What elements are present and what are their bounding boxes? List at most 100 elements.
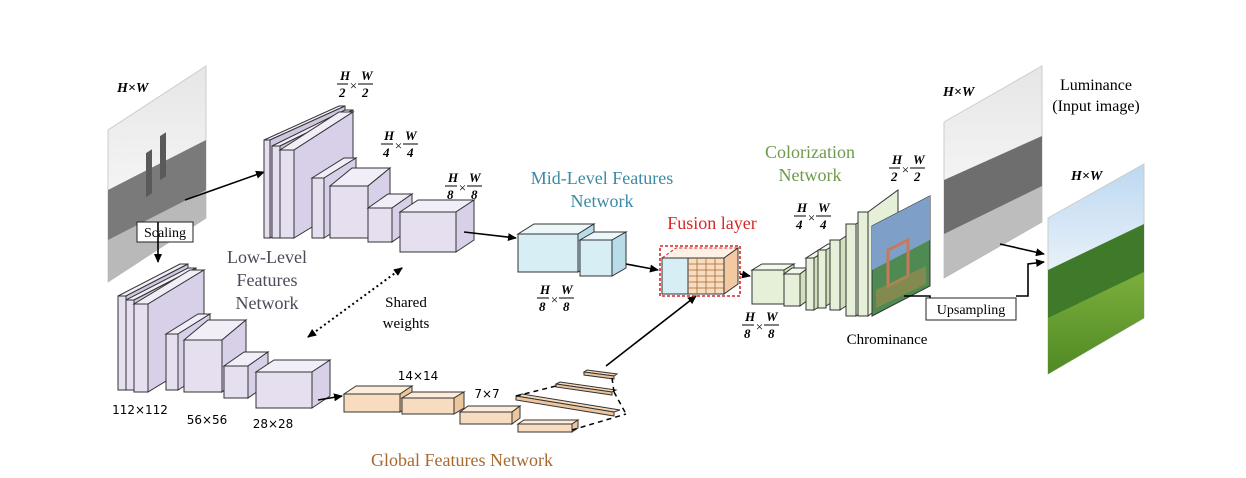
- svg-text:Mid-Level Features: Mid-Level Features: [531, 168, 673, 188]
- svg-text:2: 2: [890, 169, 898, 184]
- svg-text:H: H: [744, 309, 756, 324]
- svg-text:W: W: [469, 170, 482, 185]
- fusion-to-color-arrow: [739, 270, 751, 279]
- svg-text:Network: Network: [779, 165, 842, 185]
- scaling-label: Scaling: [144, 226, 186, 241]
- luminance-size-label: H×W: [942, 85, 976, 100]
- svg-text:W: W: [405, 128, 418, 143]
- upsampling-box: [925, 297, 1017, 321]
- frac-eighth-mid: H 8 × W 8: [537, 282, 574, 314]
- scaling-box: [136, 221, 194, 243]
- colorization-label: Colorization Network: [765, 142, 855, 185]
- frac-eighth-low: H 8 × W 8: [445, 170, 482, 202]
- mid-to-fusion-arrow: [625, 263, 659, 273]
- svg-text:×: ×: [901, 162, 910, 177]
- low-block-b7: [254, 359, 332, 409]
- global-block-2: [400, 391, 466, 415]
- svg-text:2: 2: [361, 85, 369, 100]
- output-size-label: H×W: [1070, 169, 1104, 184]
- svg-text:8: 8: [539, 299, 546, 314]
- svg-text:Colorization: Colorization: [765, 142, 855, 162]
- color-block-2: [782, 267, 810, 307]
- svg-text:(Input image): (Input image): [1052, 98, 1140, 115]
- global-fc-1: [515, 393, 621, 417]
- upsample-to-output-arrow: [1016, 259, 1045, 297]
- svg-text:weights: weights: [383, 316, 430, 332]
- frac-quarter-low: H 4 × W 4: [381, 128, 418, 160]
- input-image-icon: [107, 65, 207, 283]
- svg-text:8: 8: [768, 326, 775, 341]
- low-level-network-top: [263, 105, 476, 253]
- svg-text:8: 8: [563, 299, 570, 314]
- chrominance-image-icon: [871, 195, 931, 317]
- svg-text:Network: Network: [571, 191, 634, 211]
- mid-level-label: Mid-Level Features Network: [531, 168, 673, 211]
- svg-text:Features: Features: [237, 270, 298, 290]
- size-28: 28×28: [253, 417, 294, 431]
- fusion-label: Fusion layer: [667, 213, 757, 233]
- size-56: 56×56: [187, 413, 228, 427]
- luminance-image-icon: [943, 65, 1043, 279]
- svg-text:Luminance: Luminance: [1060, 77, 1132, 94]
- size-14: 14×14: [398, 369, 439, 383]
- global-label: Global Features Network: [371, 450, 553, 470]
- svg-text:H: H: [447, 170, 459, 185]
- svg-text:×: ×: [349, 78, 358, 93]
- mid-level-network: [516, 223, 628, 277]
- global-dashed-connectors: [515, 377, 627, 431]
- svg-text:W: W: [818, 200, 831, 215]
- svg-text:×: ×: [394, 138, 403, 153]
- svg-text:4: 4: [819, 217, 827, 232]
- svg-text:H: H: [339, 68, 351, 83]
- svg-text:8: 8: [447, 187, 454, 202]
- low-block-7: [398, 199, 476, 253]
- svg-text:W: W: [561, 282, 574, 297]
- svg-text:8: 8: [744, 326, 751, 341]
- svg-text:×: ×: [550, 292, 559, 307]
- global-block-4: [516, 419, 580, 433]
- global-to-fusion-arrow: [605, 295, 697, 367]
- low-level-label: Low-Level Features Network: [227, 247, 307, 313]
- size-112: 112×112: [112, 403, 168, 417]
- svg-text:4: 4: [406, 145, 414, 160]
- frac-quarter-color: H 4 × W 4: [794, 200, 831, 232]
- svg-text:×: ×: [755, 319, 764, 334]
- global-fc-2: [554, 381, 618, 396]
- svg-text:W: W: [913, 152, 926, 167]
- frac-eighth-color: H 8 × W 8: [742, 309, 779, 341]
- luminance-to-output-arrow: [999, 243, 1045, 257]
- svg-text:4: 4: [382, 145, 390, 160]
- svg-text:H: H: [796, 200, 808, 215]
- svg-text:H: H: [539, 282, 551, 297]
- upsampling-label: Upsampling: [937, 303, 1005, 318]
- size-7: 7×7: [474, 387, 499, 401]
- low-block-b6: [222, 351, 270, 399]
- svg-text:8: 8: [471, 187, 478, 202]
- global-fc-3: [582, 369, 619, 380]
- global-network: [342, 369, 621, 433]
- input-to-low-arrow: [184, 170, 265, 201]
- low-to-mid-arrow: [463, 231, 517, 242]
- svg-text:W: W: [766, 309, 779, 324]
- svg-text:Network: Network: [236, 293, 299, 313]
- svg-text:Low-Level: Low-Level: [227, 247, 307, 267]
- chrominance-label: Chrominance: [847, 332, 928, 348]
- svg-text:×: ×: [807, 210, 816, 225]
- svg-text:H: H: [891, 152, 903, 167]
- svg-text:W: W: [361, 68, 374, 83]
- output-image-icon: [1047, 163, 1145, 375]
- svg-text:2: 2: [338, 85, 346, 100]
- svg-text:H: H: [383, 128, 395, 143]
- input-size-label: H×W: [116, 81, 150, 96]
- shared-weights-label: Shared weights: [383, 295, 430, 332]
- low-level-network-bottom: [117, 263, 332, 409]
- frac-half-color: H 2 × W 2: [889, 152, 926, 184]
- svg-text:Shared: Shared: [385, 295, 427, 311]
- svg-text:2: 2: [913, 169, 921, 184]
- global-block-3: [458, 405, 522, 425]
- svg-text:4: 4: [795, 217, 803, 232]
- luminance-label: Luminance (Input image): [1052, 77, 1140, 115]
- svg-text:×: ×: [458, 180, 467, 195]
- fusion-layer: [659, 245, 741, 297]
